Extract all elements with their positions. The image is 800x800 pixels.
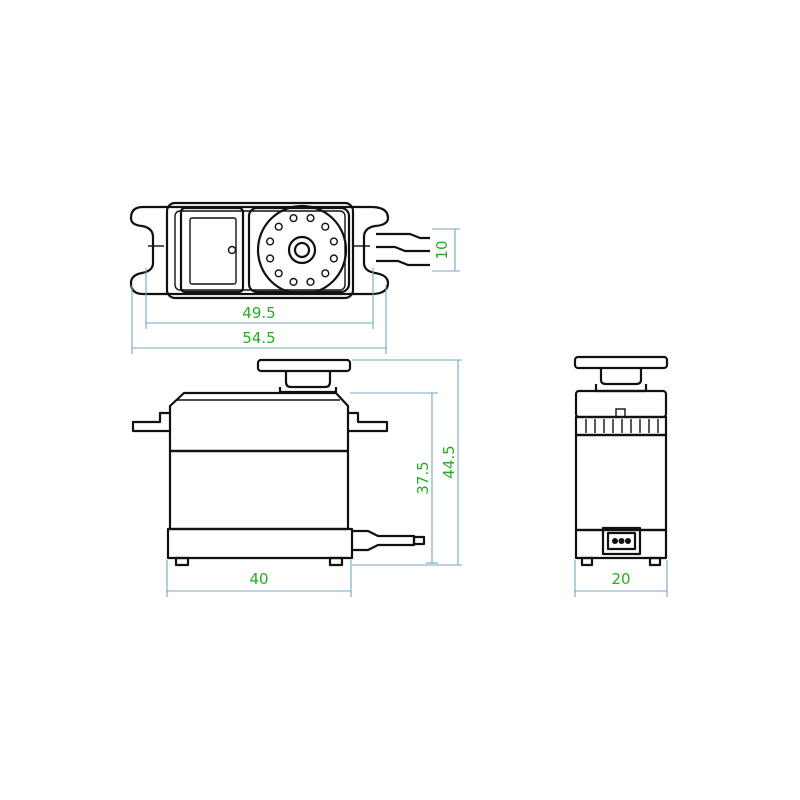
top-view-horn-hub-outer [287,235,317,265]
horn-hole [306,277,315,287]
horn-hole [266,254,275,263]
front-view-cable-tip [412,535,426,546]
top-view-case-inner [174,210,346,291]
side-view-body [574,433,668,532]
top-view-cable [376,232,430,267]
front-view-cap [168,391,350,453]
side-view-cap [574,389,668,419]
top-view-horn-disc [256,204,348,296]
front-view-right-flange [348,411,389,433]
front-view-foot-right [328,556,344,567]
side-view-connector-pin-1 [612,538,618,544]
side-view-connector-inner [606,531,637,551]
dim-label-20: 20 [611,570,630,588]
side-view-ribbed-band [574,415,668,437]
side-view-ribs [585,419,659,433]
top-view-cover-plate-outer [179,206,245,294]
horn-hole [274,269,283,278]
horn-hole [289,214,298,223]
side-view-bottom-case [574,528,668,560]
front-view-horn-disc [256,358,352,373]
horn-hole [321,269,330,278]
dimension-labels: 10 49.5 54.5 37.5 44.5 40 20 [242,240,630,588]
dimension-lines [131,228,668,597]
side-view-foot-left [580,556,594,567]
side-view-foot-right [648,556,662,567]
top-view [129,201,430,300]
side-view-connector-pin-2 [618,538,625,544]
top-view-small-hole [227,245,237,255]
top-view-horn-hub-inner [293,241,311,259]
dim-label-40: 40 [249,570,268,588]
top-view-flange [129,205,390,296]
front-view [131,358,426,567]
front-view-bottom-case [166,527,354,560]
dim-label-49-5: 49.5 [242,304,275,322]
horn-hole [306,214,315,223]
horn-hole [274,222,283,231]
dim-label-10: 10 [433,240,451,259]
horn-hole [289,277,298,287]
front-view-left-flange [131,411,170,433]
side-view [573,355,669,567]
horn-hole [321,222,330,231]
horn-hole [266,237,275,246]
horn-hole [329,254,339,263]
dim-label-54-5: 54.5 [242,329,275,347]
top-view-case-outer [165,201,355,300]
side-view-connector-pin-3 [625,538,631,544]
front-view-foot-left [174,556,190,567]
side-view-connector [601,526,642,556]
front-view-cable [352,529,416,552]
horn-hole [329,237,339,246]
front-view-body [168,449,350,531]
dim-label-44-5: 44.5 [440,445,458,478]
side-view-spline [599,368,643,386]
front-view-spline [284,371,332,389]
dim-label-37-5: 37.5 [414,461,432,494]
side-view-horn-disc [573,355,669,370]
top-view-horn-holes [266,214,339,287]
side-view-cap-notch [615,408,626,418]
top-view-horn-housing [247,206,351,294]
